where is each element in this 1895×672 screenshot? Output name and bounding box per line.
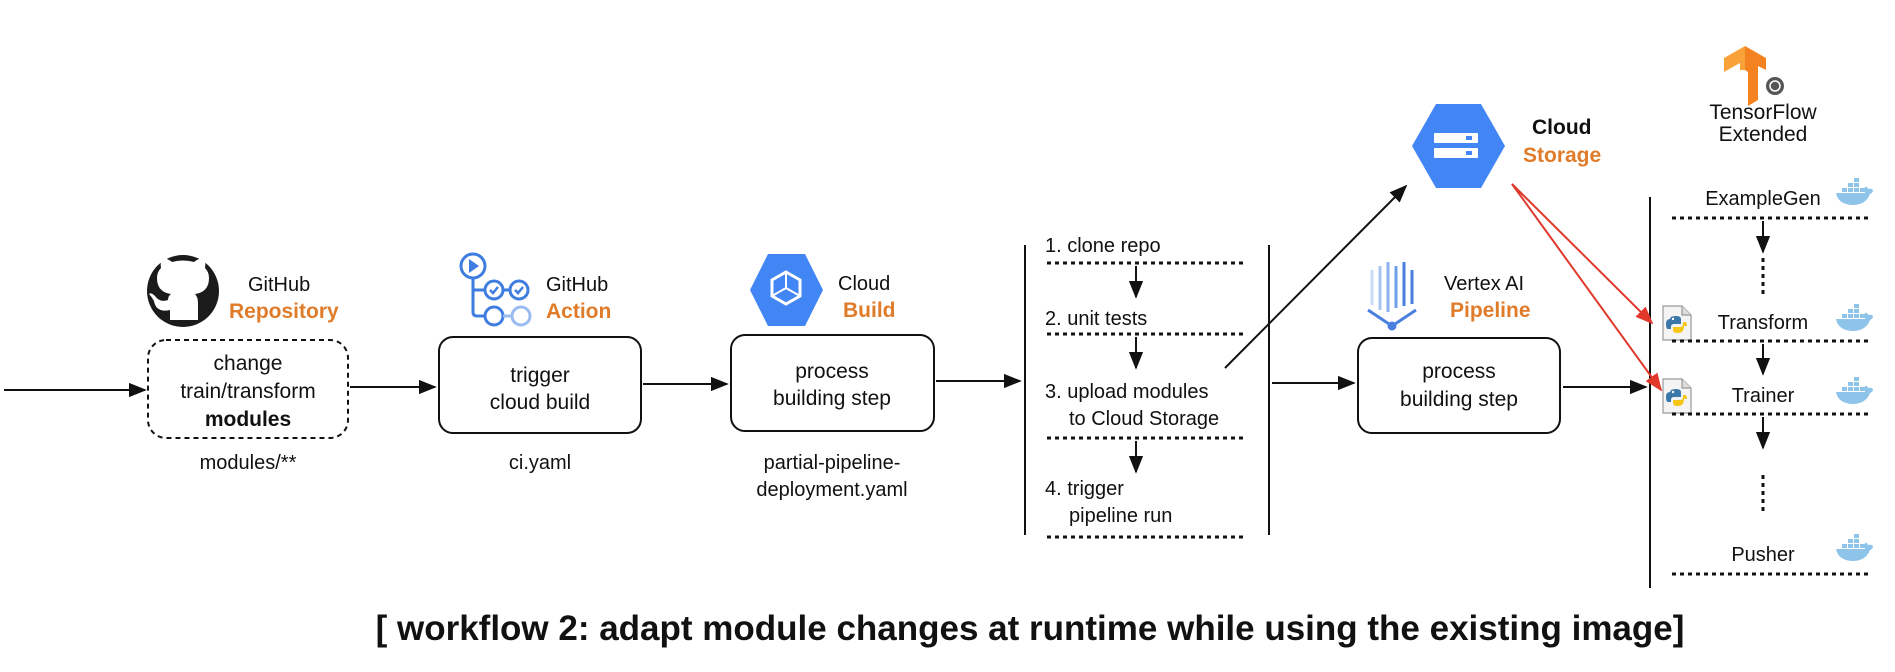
cloud-build-subtitle: Build: [843, 299, 896, 322]
arrow-storage-to-transform: [1511, 183, 1654, 325]
vertex-process-box[interactable]: [1357, 337, 1561, 434]
trigger-cloud-build-box[interactable]: [438, 336, 642, 434]
python-file-icon: [1662, 305, 1692, 341]
cloud-build-box-line-2: building step: [773, 387, 891, 410]
tfx-component-trainer: Trainer: [1732, 385, 1795, 407]
cloud-build-title: Cloud: [838, 273, 890, 295]
step-2-text: 2. unit tests: [1045, 308, 1147, 330]
arrow-storage-to-trainer: [1511, 183, 1663, 392]
vertex-ai-group: Vertex AI Pipeline process building step: [1357, 262, 1561, 434]
cloud-storage-group: Cloud Storage: [1412, 104, 1601, 188]
cloud-build-box-line-1: process: [795, 360, 869, 383]
step-4-text-1: 4. trigger: [1045, 478, 1124, 500]
vertex-ai-title: Vertex AI: [1444, 273, 1524, 295]
cloud-build-caption-2: deployment.yaml: [756, 479, 907, 501]
change-modules-line-1: change: [214, 352, 283, 375]
vertex-box-line-1: process: [1422, 360, 1496, 383]
change-modules-box[interactable]: [147, 339, 349, 439]
change-modules-line-3: modules: [205, 408, 291, 431]
docker-icon: [1836, 377, 1873, 404]
cloud-storage-icon: [1412, 104, 1505, 188]
github-repo-caption: modules/**: [200, 452, 297, 474]
tensorflow-logo-icon: [1724, 46, 1784, 106]
trigger-line-2: cloud build: [490, 391, 590, 414]
docker-icon: [1836, 304, 1873, 331]
python-file-icon: [1662, 378, 1692, 414]
github-repo-title: GitHub: [248, 274, 310, 296]
docker-icon: [1836, 534, 1873, 561]
step-3-text-2: to Cloud Storage: [1069, 408, 1219, 430]
vertex-ai-icon: [1367, 262, 1417, 331]
tfx-logo-line-1: TensorFlow: [1709, 101, 1817, 124]
docker-icon: [1836, 178, 1873, 205]
step-3-text-1: 3. upload modules: [1045, 381, 1208, 403]
cloud-storage-title: Cloud: [1532, 116, 1591, 139]
workflow-caption: [ workflow 2: adapt module changes at ru…: [376, 609, 1685, 648]
cloud-storage-subtitle: Storage: [1523, 144, 1601, 167]
tfx-logo-line-2: Extended: [1719, 123, 1808, 146]
github-action-icon: [459, 252, 532, 327]
cloud-build-process-box[interactable]: [730, 334, 935, 432]
arrow-upload-to-storage: [1224, 184, 1408, 369]
flow-arrows: [4, 183, 1663, 398]
build-steps-group: 1. clone repo 2. unit tests 3. upload mo…: [1024, 235, 1270, 539]
vertex-box-line-2: building step: [1400, 388, 1518, 411]
github-repository-group: GitHub Repository change train/transform…: [147, 255, 349, 474]
change-modules-line-2: train/transform: [180, 380, 315, 403]
cloud-build-group: Cloud Build process building step partia…: [730, 254, 935, 501]
github-action-caption: ci.yaml: [509, 452, 571, 474]
cloud-build-caption-1: partial-pipeline-: [764, 452, 901, 474]
github-action-subtitle: Action: [546, 300, 611, 323]
tfx-group: TensorFlow Extended ExampleGen Transform…: [1649, 46, 1873, 588]
step-1-text: 1. clone repo: [1045, 235, 1161, 257]
cloud-build-icon: [750, 254, 823, 326]
github-action-group: GitHub Action trigger cloud build ci.yam…: [438, 252, 642, 474]
tfx-component-examplegen: ExampleGen: [1705, 188, 1821, 210]
github-repo-subtitle: Repository: [229, 300, 339, 323]
step-4-text-2: pipeline run: [1069, 505, 1172, 527]
tfx-component-pusher: Pusher: [1731, 544, 1795, 566]
tfx-component-transform: Transform: [1718, 312, 1808, 334]
vertex-ai-subtitle: Pipeline: [1450, 299, 1531, 322]
trigger-line-1: trigger: [510, 364, 570, 387]
github-action-title: GitHub: [546, 274, 608, 296]
github-icon: [147, 255, 219, 327]
